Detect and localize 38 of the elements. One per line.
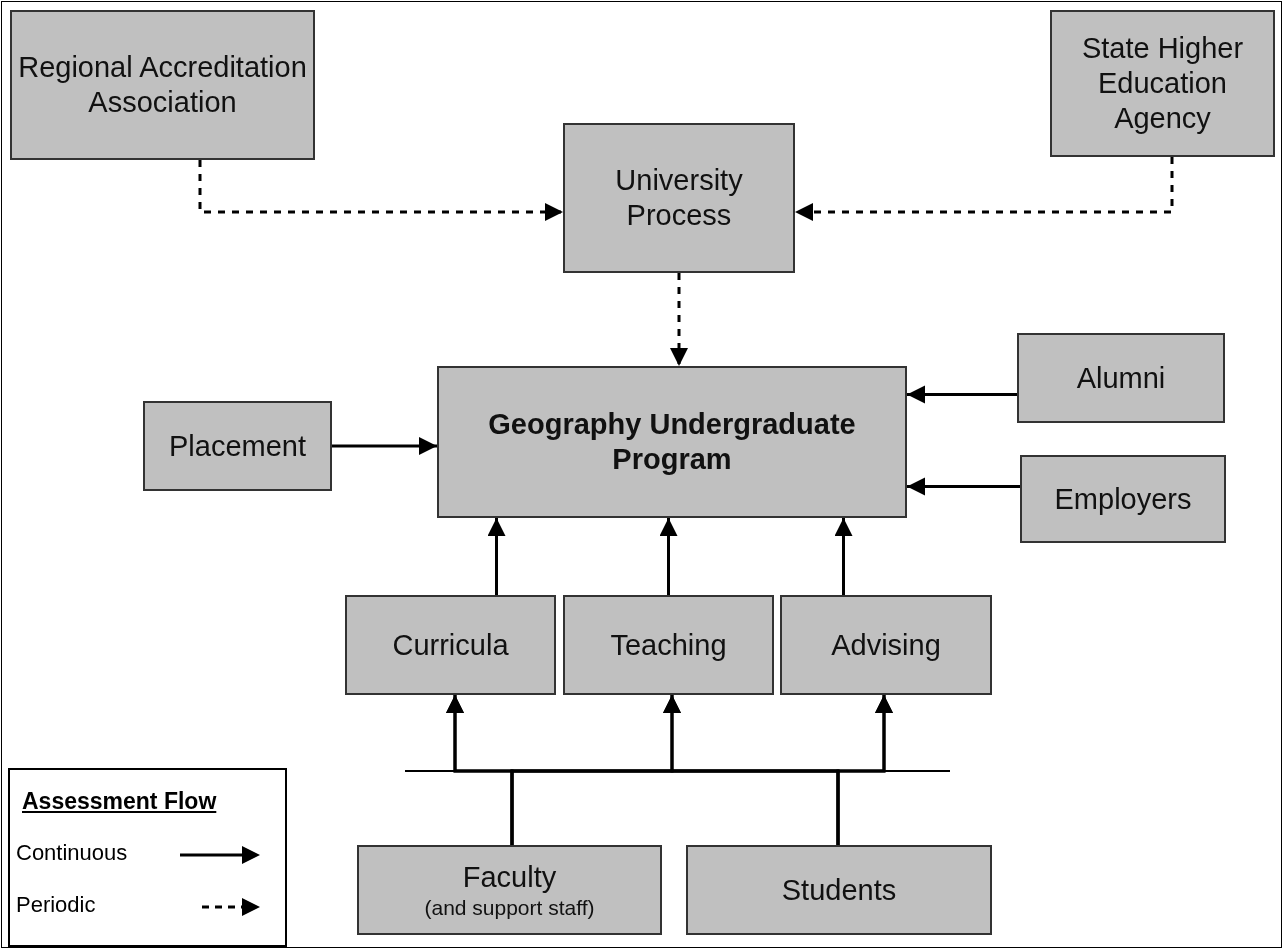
box-label: Students (781, 872, 897, 908)
arrow (907, 477, 1020, 496)
arrow (198, 160, 563, 221)
arrow (834, 518, 853, 595)
legend-title: Assessment Flow (22, 788, 217, 815)
legend-label: Continuous (16, 840, 128, 866)
process-box (10, 10, 315, 160)
process-box (686, 845, 992, 935)
box-label: Teaching (610, 627, 727, 663)
process-box (437, 366, 907, 518)
process-box (143, 401, 332, 491)
box-label: Advising (831, 627, 941, 663)
box-label: Geography Undergraduate Program (487, 407, 857, 477)
arrow (795, 157, 1174, 221)
arrow (659, 518, 678, 595)
box-label: State Higher Education Agency (1080, 31, 1245, 136)
process-box (563, 595, 774, 695)
process-box (1020, 455, 1226, 543)
arrow (487, 518, 506, 595)
arrow (907, 385, 1017, 404)
box-label: University Process (614, 163, 744, 233)
box-label: Placement (169, 428, 306, 464)
process-box (780, 595, 992, 695)
process-box (1050, 10, 1275, 157)
process-box (563, 123, 795, 273)
process-box (357, 845, 662, 935)
box-label: Alumni (1076, 360, 1166, 396)
legend-label: Periodic (16, 892, 96, 918)
process-box (345, 595, 556, 695)
box-label: Employers (1054, 481, 1192, 517)
box-sublabel: (and support staff) (424, 894, 595, 920)
arrow (836, 695, 893, 845)
arrow (332, 437, 437, 455)
process-box (1017, 333, 1225, 423)
box-label: Faculty (462, 860, 557, 895)
box-label: Curricula (392, 627, 509, 663)
arrow (670, 273, 688, 366)
box-label: Regional Accreditation Association (17, 50, 308, 120)
